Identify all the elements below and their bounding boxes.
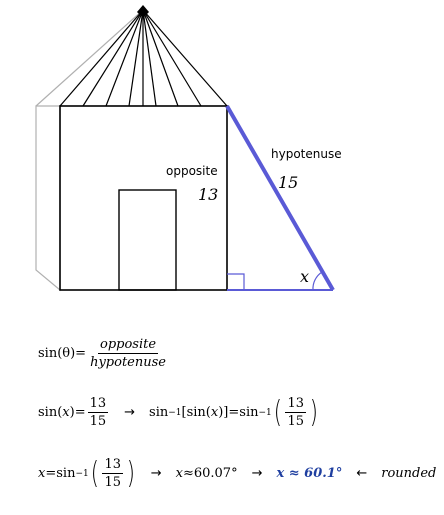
eq3-fraction: 13 15 bbox=[102, 457, 123, 490]
eq3-arrow-3: ← bbox=[356, 466, 368, 481]
eq1-denominator: hypotenuse bbox=[90, 355, 166, 370]
eq2-den2: 15 bbox=[287, 414, 305, 429]
eq3-answer: x ≈ 60.1° bbox=[276, 466, 343, 481]
eq2-lhs-var: x bbox=[62, 405, 70, 420]
eq3-approx: ≈60.07° bbox=[182, 466, 238, 481]
eq3-arrow-2: → bbox=[251, 466, 263, 481]
hypotenuse-label: hypotenuse bbox=[271, 147, 342, 161]
eq2-lhs-fn: sin( bbox=[38, 405, 63, 420]
eq2-num2: 13 bbox=[285, 396, 307, 413]
eq1-numerator: opposite bbox=[98, 337, 159, 354]
eq2-open-paren: ( bbox=[273, 394, 282, 430]
house-door bbox=[118, 189, 177, 291]
eq3-eq-sin: =sin bbox=[45, 466, 76, 481]
eq2-mid-close: )]=sin bbox=[218, 405, 259, 420]
eq3-num: 13 bbox=[102, 457, 123, 474]
triangle-house-diagram: opposite 13 hypotenuse 15 x bbox=[35, 5, 342, 292]
eq3-rounded-note: rounded bbox=[381, 466, 437, 481]
hypotenuse-value: 15 bbox=[278, 173, 298, 192]
hypotenuse-line bbox=[225, 105, 335, 291]
opposite-label: opposite bbox=[166, 164, 218, 178]
eq2-close-paren: ) bbox=[309, 394, 318, 430]
eq3-paren-fraction: ( 13 15 ) bbox=[89, 457, 137, 490]
eq2-mid-sup2: −1 bbox=[258, 407, 272, 418]
eq2-mid-var: x bbox=[210, 405, 219, 420]
eq2-num1: 13 bbox=[87, 396, 109, 413]
roof-rays bbox=[59, 9, 228, 107]
right-angle-marker bbox=[227, 273, 245, 290]
eq2-arrow: → bbox=[124, 405, 136, 420]
roof-apex bbox=[137, 5, 149, 18]
eq3-den: 15 bbox=[104, 475, 121, 490]
eq1-fraction: opposite hypotenuse bbox=[88, 337, 168, 370]
angle-arc bbox=[312, 271, 323, 291]
eq3-close-paren: ) bbox=[126, 455, 135, 491]
equation-sine-value: sin(x)= 13 15 → sin−1[sin(x)]=sin−1 ( 13… bbox=[38, 396, 320, 429]
eq3-var: x bbox=[38, 466, 46, 481]
equation-sine-definition: sin(θ)= opposite hypotenuse bbox=[38, 337, 170, 370]
eq2-fraction-1: 13 15 bbox=[87, 396, 109, 429]
eq3-arrow-1: → bbox=[150, 466, 162, 481]
roof-back-edge bbox=[35, 9, 144, 107]
eq2-paren-fraction: ( 13 15 ) bbox=[272, 396, 320, 429]
eq3-approx-var: x bbox=[175, 466, 183, 481]
eq2-fraction-2: 13 15 bbox=[285, 396, 307, 429]
eq2-mid-inner: [sin( bbox=[181, 405, 211, 420]
angle-label: x bbox=[300, 267, 309, 286]
eq3-open-paren: ( bbox=[90, 455, 99, 491]
eq2-mid: sin bbox=[149, 405, 169, 420]
eq2-lhs-close: )= bbox=[69, 405, 86, 420]
eq2-mid-sup: −1 bbox=[168, 407, 182, 418]
eq2-den1: 15 bbox=[89, 414, 107, 429]
opposite-value: 13 bbox=[198, 185, 218, 204]
house-side-wall bbox=[35, 105, 61, 292]
eq1-lhs: sin(θ)= bbox=[38, 346, 87, 361]
equation-solution: x=sin−1 ( 13 15 ) → x≈60.07° → x ≈ 60.1°… bbox=[38, 457, 436, 490]
eq3-sup: −1 bbox=[75, 468, 89, 479]
